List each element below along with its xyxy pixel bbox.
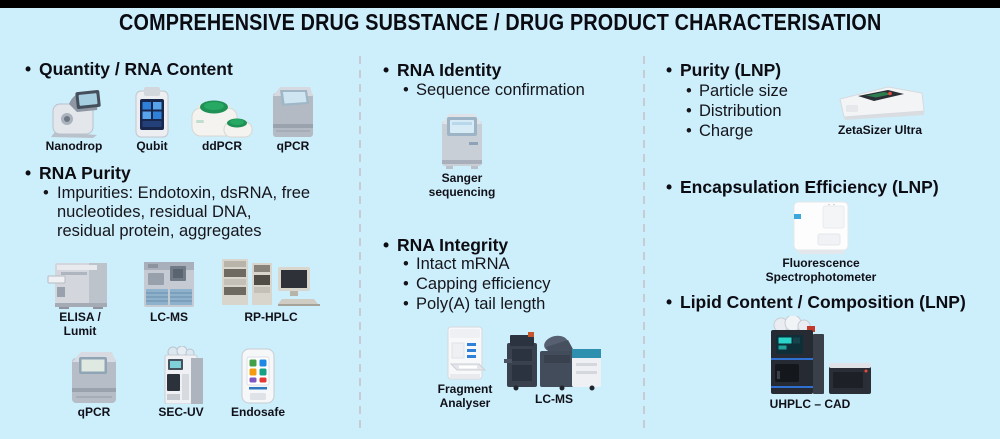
instrument-label: Endosafe	[231, 405, 286, 419]
plate-reader-icon	[47, 263, 107, 309]
bullet-distribution: Distribution	[686, 101, 788, 121]
mass-spec-icon	[144, 262, 194, 307]
spectrophotometer-icon	[793, 201, 849, 254]
instrument-label: LC-MS	[535, 392, 573, 406]
fluorescence-image	[735, 199, 907, 255]
endosafe-icon	[241, 348, 275, 404]
rna-integrity-bullets: Intact mRNA Capping efficiency Poly(A) t…	[403, 254, 551, 314]
instrument-qpcr-bottom: qPCR	[68, 348, 120, 420]
bullet-particle-size: Particle size	[686, 81, 788, 101]
bullet-sequence-confirmation: Sequence confirmation	[403, 81, 585, 100]
instrument-label: SEC-UV	[158, 405, 204, 419]
uhplc-image	[742, 316, 878, 396]
instrument-label: Sanger sequencing	[428, 171, 496, 199]
qpcr-image	[268, 86, 318, 138]
nanodrop-image	[42, 86, 106, 138]
qubit-icon	[135, 87, 169, 138]
instrument-sanger: Sanger sequencing	[428, 108, 496, 199]
sec-uv-image	[152, 346, 210, 404]
lcms2-image	[500, 329, 608, 391]
instrument-rp-hplc: RP-HPLC	[220, 257, 322, 325]
ddpcr-icon	[191, 100, 253, 138]
lcms-system-icon	[504, 332, 601, 391]
instrument-label: Fragment Analyser	[437, 382, 493, 410]
heading-lipid-content-composition: Lipid Content / Composition (LNP)	[666, 292, 966, 313]
instrument-label: qPCR	[276, 139, 310, 153]
bullet-intact-mrna: Intact mRNA	[403, 254, 551, 274]
top-black-bar	[0, 0, 1000, 8]
page-title: COMPREHENSIVE DRUG SUBSTANCE / DRUG PROD…	[118, 9, 882, 35]
bullet-polya-tail-length: Poly(A) tail length	[403, 294, 551, 314]
instrument-uhplc-cad: UHPLC – CAD	[742, 316, 878, 412]
instrument-label: Fluorescence Spectrophotometer	[765, 256, 877, 284]
instrument-label: ddPCR	[202, 139, 242, 153]
instrument-label: qPCR	[77, 405, 111, 419]
hplc-workstation-icon	[222, 259, 320, 306]
instrument-fragment-analyser: Fragment Analyser	[432, 326, 498, 410]
endosafe-image	[232, 348, 284, 404]
instrument-label: LC-MS	[150, 310, 188, 324]
instrument-label: RP-HPLC	[244, 310, 298, 324]
instrument-label: Qubit	[136, 139, 168, 153]
nanodrop-icon	[51, 89, 101, 138]
sanger-image	[430, 108, 494, 170]
instrument-elisa-lumit: ELISA / Lumit	[42, 257, 118, 338]
fragment-analyser-image	[432, 326, 498, 381]
sec-uv-icon	[164, 346, 203, 404]
bullet-impurities: Impurities: Endotoxin, dsRNA, free nucle…	[43, 184, 357, 241]
heading-purity-lnp: Purity (LNP)	[666, 60, 781, 81]
instrument-nanodrop: Nanodrop	[42, 86, 106, 154]
purity-lnp-bullets: Particle size Distribution Charge	[686, 81, 788, 141]
instrument-ddpcr: ddPCR	[190, 86, 254, 154]
instrument-label: Nanodrop	[45, 139, 103, 153]
instrument-qpcr-top: qPCR	[268, 86, 318, 154]
sequencer-icon	[442, 114, 482, 169]
instrument-lcms-1: LC-MS	[138, 257, 200, 325]
qpcr2-image	[68, 348, 120, 404]
heading-rna-identity: RNA Identity	[383, 60, 501, 81]
heading-rna-integrity: RNA Integrity	[383, 235, 508, 256]
elisa-image	[42, 257, 118, 309]
instrument-endosafe: Endosafe	[231, 348, 286, 420]
column-divider-left	[359, 56, 361, 428]
instrument-zetasizer: ZetaSizer Ultra	[830, 84, 930, 138]
instrument-label: UHPLC – CAD	[769, 397, 851, 411]
rp-hplc-image	[220, 257, 322, 309]
title-row: COMPREHENSIVE DRUG SUBSTANCE / DRUG PROD…	[0, 9, 1000, 36]
instrument-qubit: Qubit	[130, 86, 174, 154]
heading-encapsulation-efficiency: Encapsulation Efficiency (LNP)	[666, 177, 939, 198]
heading-rna-purity: RNA Purity	[25, 163, 131, 184]
instrument-sec-uv: SEC-UV	[152, 346, 210, 420]
instrument-lcms-2: LC-MS	[500, 329, 608, 407]
uhplc-cad-icon	[771, 316, 871, 394]
qubit-image	[130, 86, 174, 138]
bullet-capping-efficiency: Capping efficiency	[403, 274, 551, 294]
bullet-charge: Charge	[686, 121, 788, 141]
instrument-fluorescence-spectrophotometer: Fluorescence Spectrophotometer	[735, 199, 907, 284]
fragment-analyser-icon	[447, 326, 487, 380]
lcms-image	[138, 257, 200, 309]
zetasizer-image	[830, 84, 930, 122]
heading-quantity-rna-content: Quantity / RNA Content	[25, 59, 233, 80]
qpcr-icon	[273, 87, 313, 137]
column-divider-right	[643, 56, 645, 428]
zetasizer-icon	[839, 86, 925, 120]
qpcr-icon	[72, 352, 116, 403]
ddpcr-image	[190, 86, 254, 138]
instrument-label: ELISA / Lumit	[59, 310, 101, 338]
instrument-label: ZetaSizer Ultra	[837, 123, 923, 137]
